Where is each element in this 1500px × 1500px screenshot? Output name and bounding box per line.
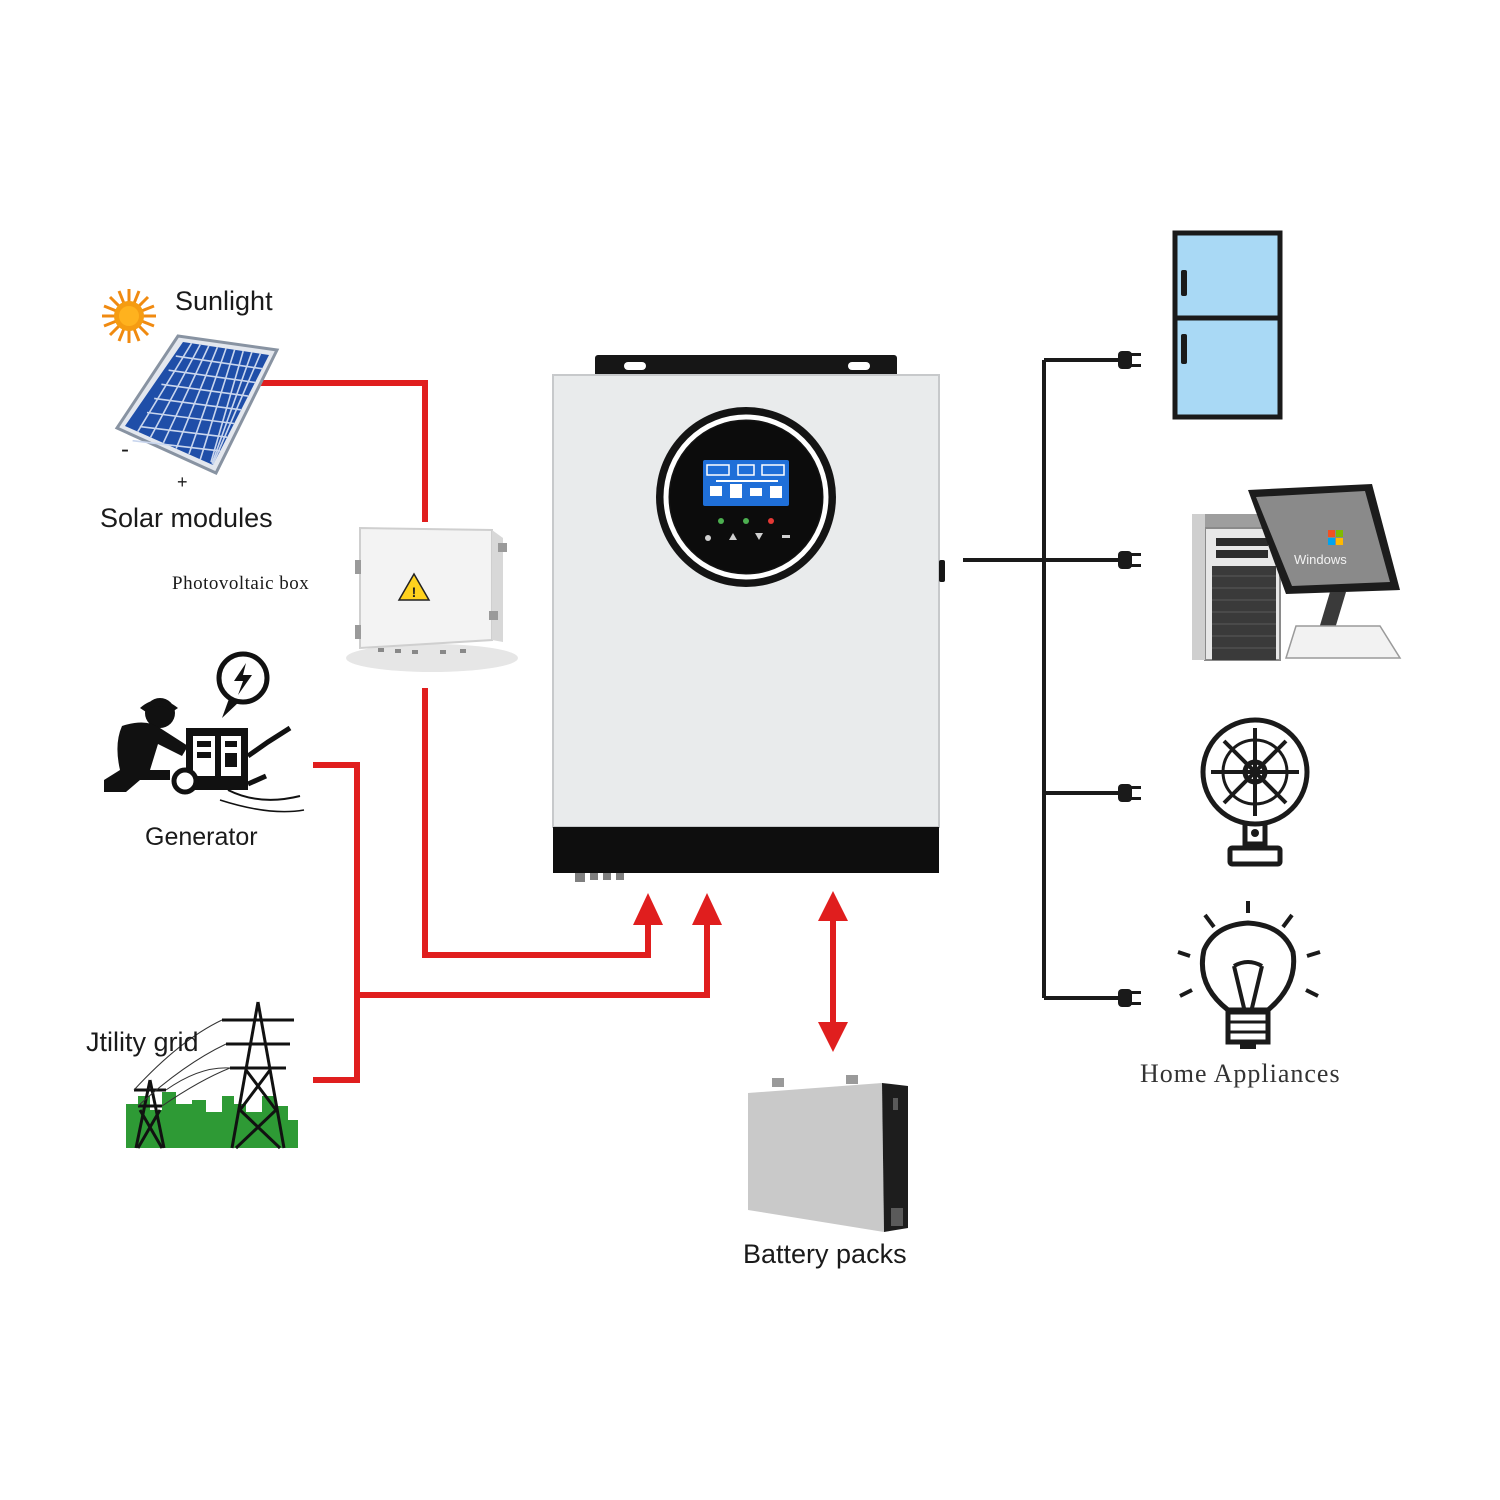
generator-icon bbox=[104, 651, 305, 813]
wire-pvbox-to-inverter bbox=[422, 688, 651, 958]
wire-solar-to-pvbox bbox=[258, 380, 428, 522]
plug-icons bbox=[1118, 351, 1141, 1007]
svg-text:!: ! bbox=[412, 584, 417, 600]
inverter-buttons bbox=[705, 533, 790, 541]
light-bulb-icon bbox=[1177, 901, 1321, 1045]
home-appliances-label: Home Appliances bbox=[1140, 1059, 1341, 1088]
sun-icon bbox=[102, 289, 156, 343]
utility-grid-label: Jtility grid bbox=[86, 1027, 199, 1057]
windows-screen-text: Windows bbox=[1294, 552, 1347, 567]
battery-pack-icon bbox=[748, 1075, 908, 1232]
utility-grid-icon bbox=[126, 1001, 298, 1150]
battery-packs-label: Battery packs bbox=[743, 1239, 907, 1269]
refrigerator-icon bbox=[1172, 230, 1283, 420]
arrow-up-grid bbox=[692, 893, 722, 925]
inverter-bottom-band bbox=[553, 827, 939, 873]
computer-icon: Windows bbox=[1192, 484, 1402, 661]
sunlight-label: Sunlight bbox=[175, 286, 273, 316]
photovoltaic-box-label: Photovoltaic box bbox=[172, 573, 310, 594]
inverter-lcd-screen bbox=[703, 460, 789, 506]
wire-generator bbox=[313, 762, 360, 1083]
solar-minus-label: - bbox=[121, 436, 129, 463]
photovoltaic-box-icon: ! bbox=[346, 526, 518, 672]
plug-icon bbox=[1118, 784, 1141, 802]
load-wires bbox=[963, 358, 1120, 1000]
wire-arrowheads bbox=[633, 891, 848, 1052]
solar-modules-label: Solar modules bbox=[100, 503, 273, 533]
generator-label: Generator bbox=[145, 823, 258, 851]
source-wires bbox=[258, 380, 836, 1083]
wire-grid-to-inverter bbox=[357, 925, 710, 998]
plug-icon bbox=[1118, 551, 1141, 569]
plug-icon bbox=[1118, 989, 1141, 1007]
plug-icon bbox=[1118, 351, 1141, 369]
solar-panel-icon bbox=[114, 334, 280, 475]
arrow-up-pv bbox=[633, 893, 663, 925]
fan-icon bbox=[1200, 717, 1310, 867]
hybrid-inverter-unit bbox=[552, 355, 945, 882]
arrow-down-battery bbox=[818, 1022, 848, 1052]
solar-plus-label: + bbox=[177, 472, 188, 492]
arrow-up-battery bbox=[818, 891, 848, 921]
